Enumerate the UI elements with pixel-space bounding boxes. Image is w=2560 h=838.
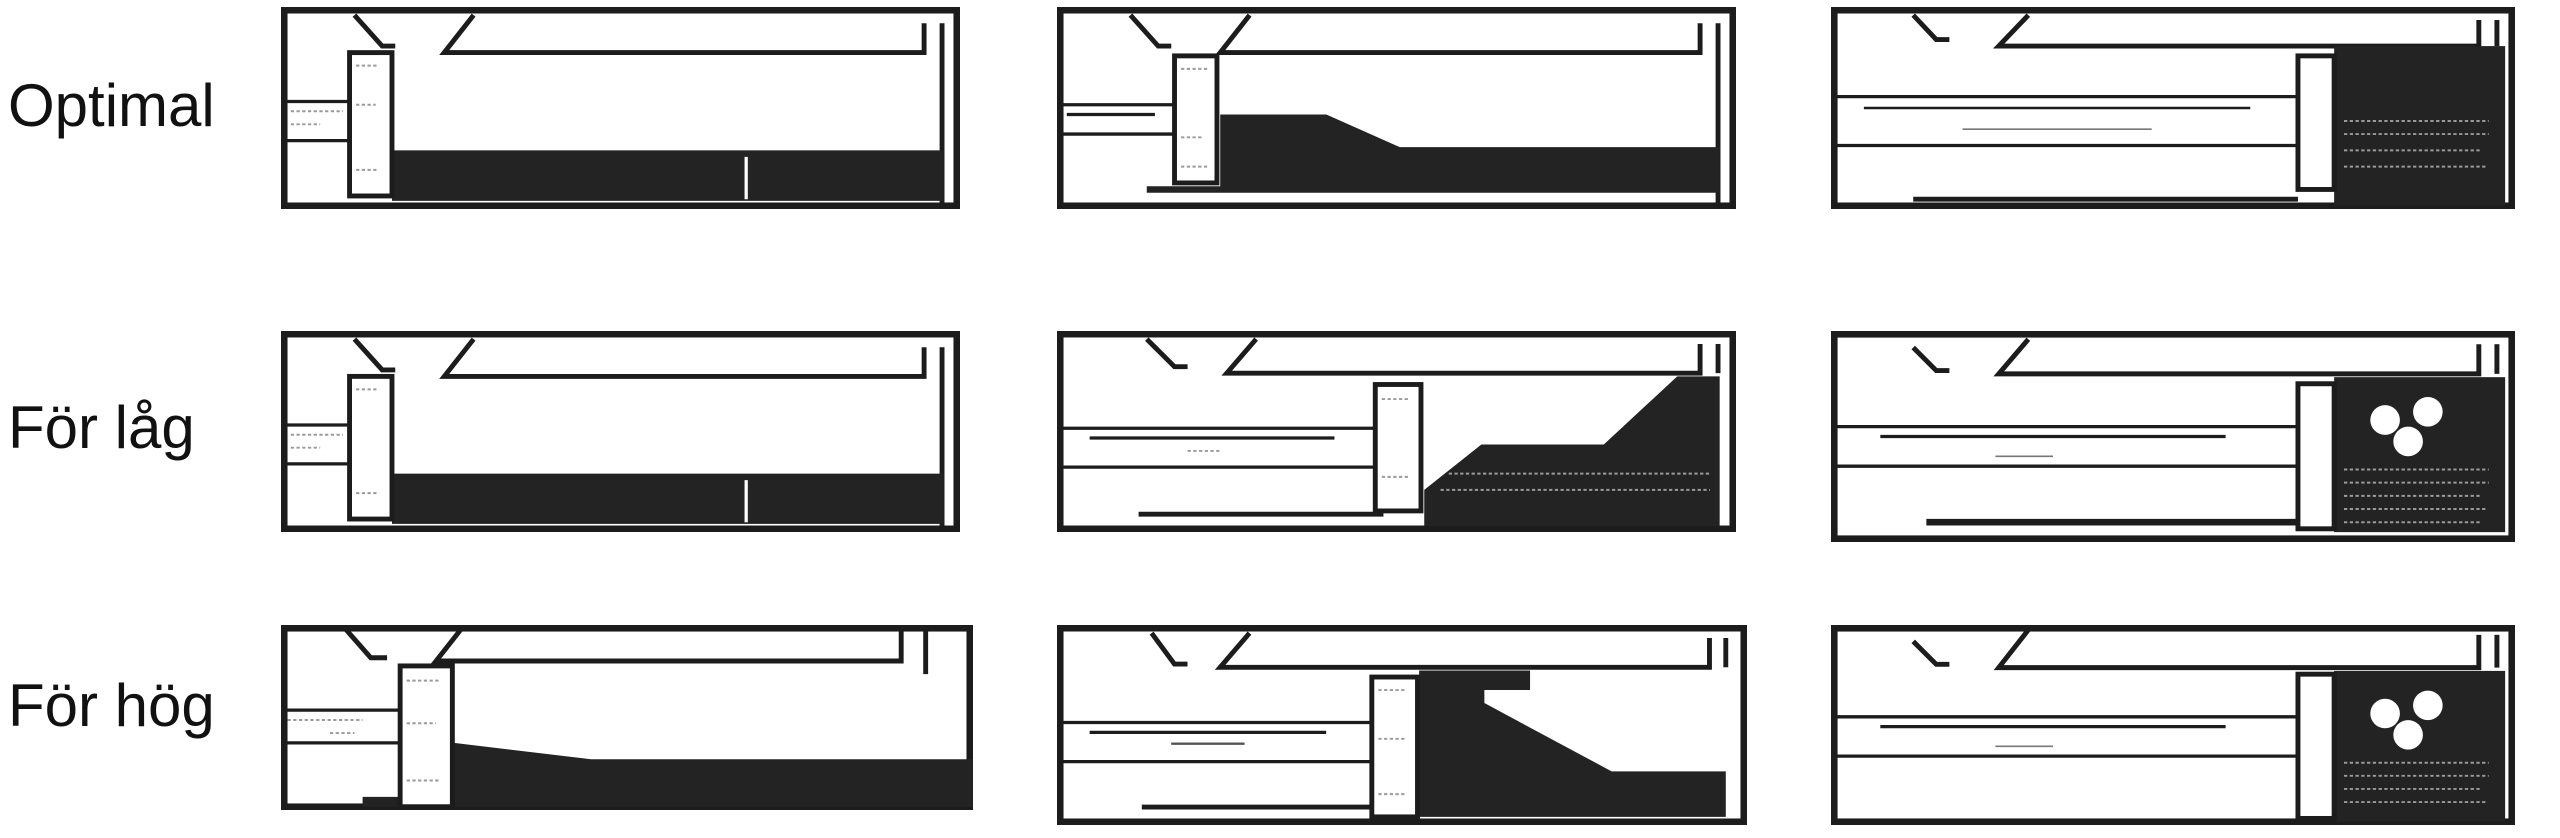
panel-too-high-1: [281, 625, 973, 810]
panel-too-high-2: [1057, 625, 1747, 825]
panel-too-high-3: [1831, 625, 2515, 825]
panel-optimal-3: [1831, 7, 2515, 209]
row-label-optimal: Optimal: [8, 72, 215, 139]
panel-too-low-3: [1831, 331, 2515, 542]
row-label-too-high: För hög: [8, 672, 215, 739]
panel-optimal-2: [1057, 7, 1736, 209]
row-label-too-low: För låg: [8, 394, 195, 461]
panel-too-low-2: [1057, 331, 1736, 532]
panel-optimal-1: [281, 7, 960, 209]
panel-too-low-1: [281, 331, 960, 532]
